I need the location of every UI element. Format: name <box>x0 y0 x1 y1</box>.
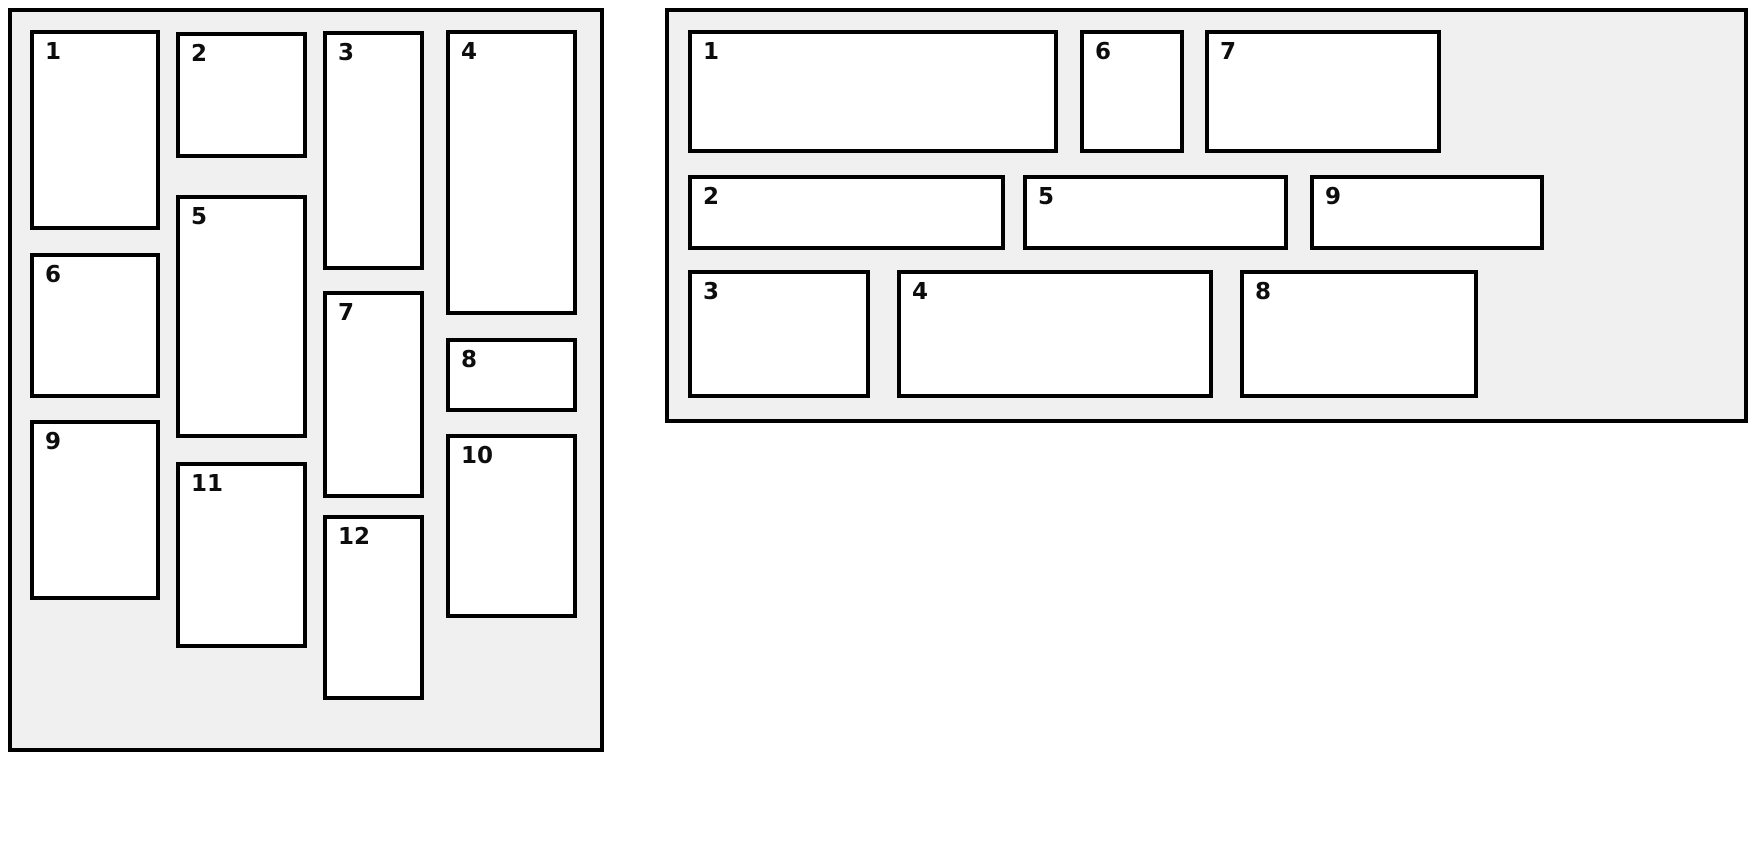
left-panel-region-10[interactable]: 10 <box>446 434 577 618</box>
region-label: 9 <box>1325 184 1342 210</box>
region-label: 2 <box>191 41 208 67</box>
region-label: 2 <box>703 184 720 210</box>
left-panel-region-9[interactable]: 9 <box>30 420 160 600</box>
left-panel-region-3[interactable]: 3 <box>323 31 424 270</box>
left-panel-region-8[interactable]: 8 <box>446 338 577 412</box>
region-label: 7 <box>338 300 355 326</box>
left-panel-region-6[interactable]: 6 <box>30 253 160 398</box>
region-label: 4 <box>912 279 929 305</box>
left-panel-region-11[interactable]: 11 <box>176 462 307 648</box>
left-panel-region-5[interactable]: 5 <box>176 195 307 438</box>
region-label: 7 <box>1220 39 1237 65</box>
region-label: 6 <box>1095 39 1112 65</box>
right-panel-region-1[interactable]: 1 <box>688 30 1058 153</box>
right-panel-region-4[interactable]: 4 <box>897 270 1213 398</box>
region-label: 12 <box>338 524 371 550</box>
right-panel-region-5[interactable]: 5 <box>1023 175 1288 250</box>
left-panel-region-2[interactable]: 2 <box>176 32 307 158</box>
region-label: 1 <box>45 39 62 65</box>
region-label: 4 <box>461 39 478 65</box>
region-label: 6 <box>45 262 62 288</box>
left-panel-region-4[interactable]: 4 <box>446 30 577 315</box>
region-label: 1 <box>703 39 720 65</box>
region-label: 11 <box>191 471 224 497</box>
right-panel-region-6[interactable]: 6 <box>1080 30 1184 153</box>
region-label: 9 <box>45 429 62 455</box>
left-panel-region-1[interactable]: 1 <box>30 30 160 230</box>
region-label: 5 <box>191 204 208 230</box>
right-panel-region-7[interactable]: 7 <box>1205 30 1441 153</box>
right-panel-region-8[interactable]: 8 <box>1240 270 1478 398</box>
left-panel-region-12[interactable]: 12 <box>323 515 424 700</box>
right-panel-region-2[interactable]: 2 <box>688 175 1005 250</box>
region-label: 5 <box>1038 184 1055 210</box>
region-label: 3 <box>338 40 355 66</box>
region-label: 3 <box>703 279 720 305</box>
right-panel-region-9[interactable]: 9 <box>1310 175 1544 250</box>
region-label: 8 <box>1255 279 1272 305</box>
region-label: 10 <box>461 443 494 469</box>
right-panel-region-3[interactable]: 3 <box>688 270 870 398</box>
left-panel-region-7[interactable]: 7 <box>323 291 424 498</box>
region-label: 8 <box>461 347 478 373</box>
